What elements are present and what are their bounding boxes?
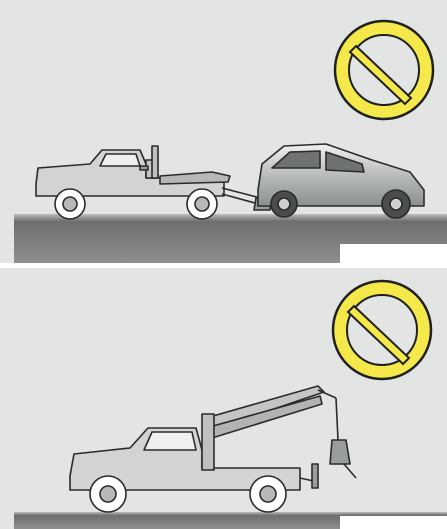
bottom-panel-wheel-lift-towing <box>0 268 447 529</box>
ground-edge-notch <box>340 516 447 529</box>
ground-edge-notch <box>340 244 447 263</box>
prohibition-icon <box>335 21 433 119</box>
top-panel-wheel-dolly-towing <box>0 0 447 263</box>
prohibition-icon <box>333 281 431 379</box>
